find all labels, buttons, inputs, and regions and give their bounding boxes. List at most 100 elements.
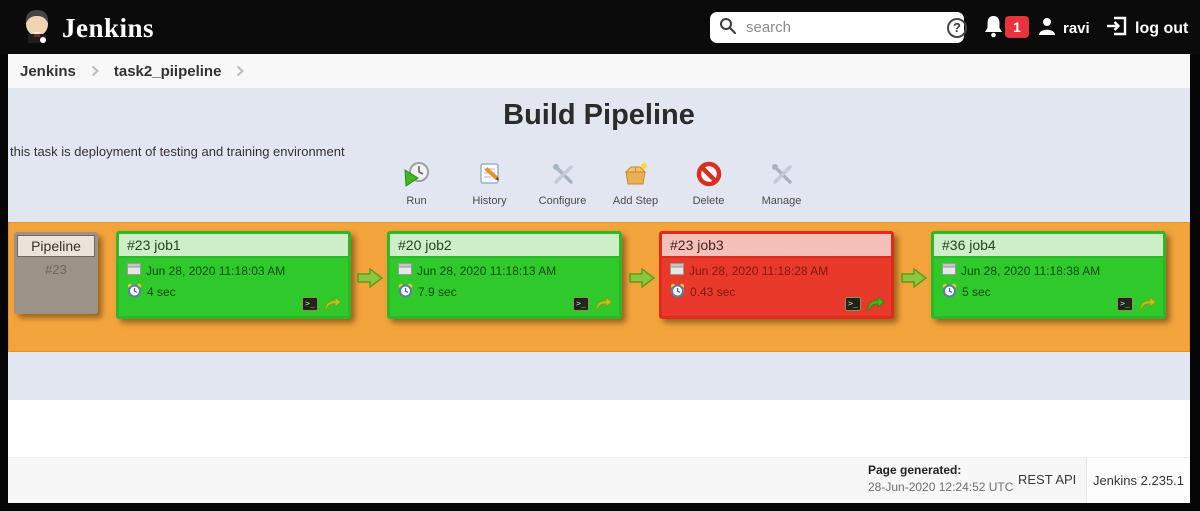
logout-button[interactable]: log out bbox=[1106, 15, 1188, 42]
jenkins-home-link[interactable]: Jenkins bbox=[22, 8, 154, 49]
username: ravi bbox=[1063, 19, 1090, 37]
job-title-link[interactable]: #23 job3 bbox=[662, 234, 891, 258]
job-title-link[interactable]: #20 job2 bbox=[390, 234, 619, 258]
brand-name: Jenkins bbox=[62, 13, 155, 43]
footer: Page generated: 28-Jun-2020 12:24:52 UTC… bbox=[8, 457, 1190, 503]
job-duration-row: 4 sec bbox=[127, 283, 340, 301]
add-step-label: Add Step bbox=[612, 195, 659, 207]
alarm-clock-icon bbox=[670, 283, 685, 301]
run-step-arrow-icon[interactable] bbox=[866, 296, 885, 311]
alarm-clock-icon bbox=[942, 283, 957, 301]
manage-button[interactable]: Manage bbox=[754, 161, 810, 207]
history-icon bbox=[477, 161, 503, 192]
page-generated-block: Page generated: 28-Jun-2020 12:24:52 UTC bbox=[868, 463, 1013, 494]
run-button[interactable]: Run bbox=[389, 161, 445, 207]
history-button[interactable]: History bbox=[462, 161, 518, 207]
console-output-icon[interactable]: >_ bbox=[1117, 296, 1133, 311]
alarm-clock-icon bbox=[398, 283, 413, 301]
pipeline-flow-arrow-icon bbox=[356, 267, 384, 294]
job-card-job2: #20 job2 Jun 28, 2020 11:18:13 AM 7.9 se… bbox=[387, 231, 622, 319]
job-card-job4: #36 job4 Jun 28, 2020 11:18:38 AM 5 sec … bbox=[931, 231, 1166, 319]
job-actions: >_ bbox=[845, 296, 885, 311]
page-title: Build Pipeline bbox=[503, 99, 695, 131]
main-content: Build Pipeline this task is deployment o… bbox=[8, 88, 1190, 400]
console-output-icon[interactable]: >_ bbox=[845, 296, 861, 311]
job-date: Jun 28, 2020 11:18:28 AM bbox=[689, 263, 829, 278]
breadcrumb-jenkins[interactable]: Jenkins bbox=[20, 62, 76, 80]
page-generated-label: Page generated: bbox=[868, 463, 962, 477]
job-title-link[interactable]: #36 job4 bbox=[934, 234, 1163, 258]
job-actions: >_ bbox=[1117, 296, 1157, 311]
job-duration-row: 7.9 sec bbox=[398, 283, 611, 301]
run-step-arrow-icon[interactable] bbox=[1138, 296, 1157, 311]
pipeline-toolbar: Run History bbox=[8, 161, 1190, 207]
job-card-job1: #23 job1 Jun 28, 2020 11:18:03 AM 4 sec … bbox=[116, 231, 351, 319]
job-date-row: Jun 28, 2020 11:18:13 AM bbox=[398, 263, 611, 278]
notification-bell-icon[interactable] bbox=[983, 15, 1004, 43]
job-duration: 0.43 sec bbox=[690, 285, 736, 299]
job-duration: 5 sec bbox=[962, 285, 991, 299]
calendar-icon bbox=[670, 263, 684, 278]
breadcrumb: Jenkins task2_piipeline bbox=[8, 54, 1190, 88]
page-generated-timestamp: 28-Jun-2020 12:24:52 UTC bbox=[868, 480, 1014, 494]
manage-icon bbox=[769, 161, 795, 192]
job-title-link[interactable]: #23 job1 bbox=[119, 234, 348, 258]
manage-label: Manage bbox=[761, 195, 802, 207]
search-help-icon[interactable]: ? bbox=[947, 17, 967, 38]
content-spacer bbox=[8, 400, 1190, 457]
job-card-job3: #23 job3 Jun 28, 2020 11:18:28 AM 0.43 s… bbox=[659, 231, 894, 319]
pipeline-head-title[interactable]: Pipeline bbox=[17, 235, 95, 257]
pipeline-flow-arrow-icon bbox=[628, 267, 656, 294]
run-label: Run bbox=[406, 195, 427, 207]
job-date: Jun 28, 2020 11:18:38 AM bbox=[961, 263, 1101, 278]
console-output-icon[interactable]: >_ bbox=[573, 296, 589, 311]
search-input[interactable] bbox=[744, 18, 947, 37]
job-date-row: Jun 28, 2020 11:18:03 AM bbox=[127, 263, 340, 278]
chevron-right-icon bbox=[91, 65, 99, 77]
run-step-arrow-icon[interactable] bbox=[323, 296, 342, 311]
logout-label: log out bbox=[1135, 19, 1189, 37]
add-step-button[interactable]: Add Step bbox=[608, 161, 664, 207]
rest-api-link[interactable]: REST API bbox=[1018, 472, 1077, 487]
job-date: Jun 28, 2020 11:18:03 AM bbox=[146, 263, 286, 278]
job-date: Jun 28, 2020 11:18:13 AM bbox=[417, 263, 557, 278]
calendar-icon bbox=[398, 263, 412, 278]
pipeline-flow-arrow-icon bbox=[900, 267, 928, 294]
job-actions: >_ bbox=[302, 296, 342, 311]
alarm-clock-icon bbox=[127, 283, 142, 301]
project-description: this task is deployment of testing and t… bbox=[10, 144, 345, 159]
chevron-right-icon bbox=[236, 65, 245, 77]
breadcrumb-project[interactable]: task2_piipeline bbox=[113, 62, 222, 80]
delete-icon bbox=[696, 161, 722, 192]
search-icon bbox=[719, 17, 736, 39]
configure-icon bbox=[550, 161, 576, 192]
history-label: History bbox=[472, 195, 507, 207]
search-box: ? bbox=[710, 12, 967, 43]
job-date-row: Jun 28, 2020 11:18:38 AM bbox=[942, 263, 1155, 278]
job-duration: 7.9 sec bbox=[418, 285, 457, 299]
jenkins-butler-icon bbox=[22, 8, 52, 49]
job-date-row: Jun 28, 2020 11:18:28 AM bbox=[670, 263, 883, 278]
pipeline-head-card: Pipeline #23 bbox=[14, 232, 98, 314]
pipeline-row: Pipeline #23 #23 job1 Jun 28, 2020 11:18… bbox=[8, 222, 1190, 352]
pipeline-head-build-number: #23 bbox=[45, 262, 67, 277]
user-menu[interactable]: ravi bbox=[1037, 16, 1090, 40]
user-icon bbox=[1037, 16, 1057, 40]
console-output-icon[interactable]: >_ bbox=[302, 296, 318, 311]
calendar-icon bbox=[127, 263, 141, 278]
job-duration: 4 sec bbox=[147, 285, 176, 299]
delete-label: Delete bbox=[692, 195, 725, 207]
logout-icon bbox=[1106, 15, 1128, 42]
top-bar: Jenkins ? 1 ravi bbox=[0, 0, 1200, 54]
run-icon bbox=[403, 161, 430, 192]
run-step-arrow-icon[interactable] bbox=[594, 296, 613, 311]
delete-button[interactable]: Delete bbox=[681, 161, 737, 207]
job-duration-row: 5 sec bbox=[942, 283, 1155, 301]
job-actions: >_ bbox=[573, 296, 613, 311]
add-step-icon bbox=[622, 161, 649, 192]
configure-button[interactable]: Configure bbox=[535, 161, 591, 207]
notification-count-badge[interactable]: 1 bbox=[1005, 16, 1029, 38]
job-duration-row: 0.43 sec bbox=[670, 283, 883, 301]
jenkins-version: Jenkins 2.235.1 bbox=[1086, 458, 1190, 503]
configure-label: Configure bbox=[538, 195, 587, 207]
